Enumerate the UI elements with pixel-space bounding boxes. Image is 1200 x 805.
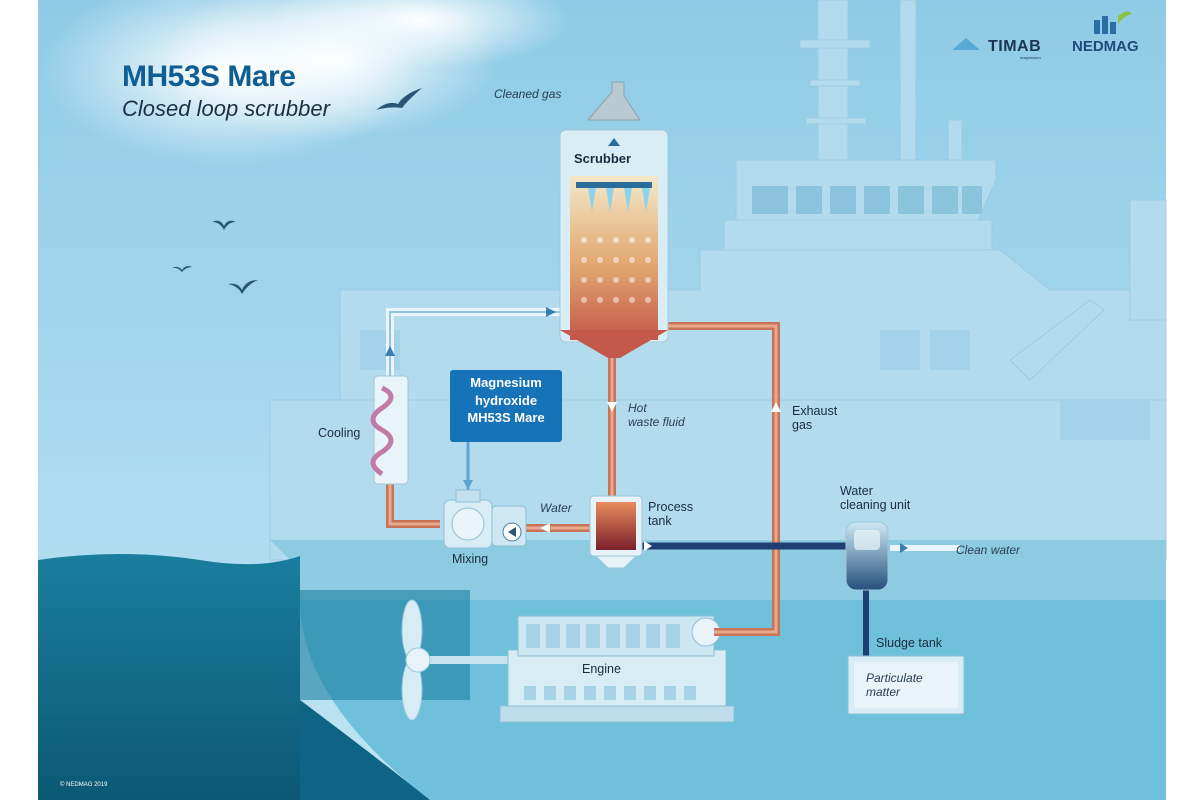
timab-logo: [952, 38, 980, 50]
bird-icon: [212, 220, 236, 230]
particulate-matter-label: Particulate matter: [866, 671, 923, 700]
exhaust-gas-pipe-core: [660, 324, 778, 634]
process-tank-line-2: tank: [648, 514, 672, 529]
arrow-icon: [608, 138, 620, 146]
hot-waste-fluid-line-2: waste fluid: [628, 414, 685, 429]
water-cleaning-unit: [845, 521, 889, 591]
scrubber-label: Scrubber: [574, 151, 632, 166]
timab-logo-subtext: magnesium: [1020, 55, 1041, 60]
exhaust-gas-line-1: Exhaust: [792, 404, 838, 418]
cooling-unit: [370, 375, 409, 485]
particulate-matter-line-1: Particulate: [866, 671, 923, 685]
magnesium-line-2: hydroxide: [474, 392, 538, 408]
arrow-icon: [546, 307, 556, 317]
magnesium-line-3: MH53S Mare: [467, 410, 545, 426]
magnesium-hydroxide-box: Magnesium hydroxide MH53S Mare: [450, 370, 562, 442]
sea: [38, 554, 300, 800]
water-label: Water: [540, 501, 572, 515]
arrow-icon: [463, 480, 473, 490]
magnesium-line-1: Magnesium: [470, 375, 542, 390]
mixing-label: Mixing: [452, 552, 489, 566]
engine: [499, 615, 735, 723]
nedmag-logo-text: NEDMAG: [1072, 38, 1139, 55]
arrow-icon: [607, 402, 617, 412]
mixing-to-cooling-pipe-core: [388, 484, 440, 526]
arrow-icon: [900, 543, 908, 553]
stern-recess: [300, 590, 470, 700]
bird-icon: [228, 280, 258, 294]
timab-logo-text: TIMAB: [988, 38, 1042, 55]
cooling-label: Cooling: [318, 426, 361, 440]
bird-icon: [376, 88, 422, 110]
process-tank: [589, 495, 643, 569]
cloud: [40, 0, 570, 165]
arrow-icon: [540, 523, 550, 533]
exhaust-gas-line-2: gas: [792, 418, 813, 433]
page-title: MH53S Mare: [122, 60, 296, 93]
bird-icon: [172, 266, 192, 272]
engine-label: Engine: [582, 662, 621, 676]
arrow-icon: [385, 346, 395, 356]
nedmag-logo: [1094, 11, 1132, 34]
sludge-tank: [847, 655, 965, 715]
sludge-tank-label: Sludge tank: [876, 636, 943, 650]
sea-under-hull: [300, 700, 430, 800]
hot-waste-fluid-label: Hot waste fluid: [628, 401, 685, 430]
clean-water-label: Clean water: [956, 543, 1021, 557]
pump-icon: [443, 489, 527, 549]
hull-upper: [270, 540, 1166, 600]
page-subtitle: Closed loop scrubber: [122, 96, 330, 121]
ship-superstructure: [269, 0, 1167, 561]
scrubber-tower: [559, 81, 669, 358]
copyright-notice: © NEDMAG 2019: [60, 782, 108, 788]
propeller-icon: [401, 599, 510, 721]
particulate-matter-line-2: matter: [866, 684, 901, 699]
water-cleaning-unit-line-1: Water: [840, 484, 873, 498]
process-tank-label: Process tank: [648, 500, 693, 529]
cleaned-gas-label: Cleaned gas: [494, 87, 562, 101]
arrow-icon: [644, 541, 652, 551]
water-cleaning-unit-label: Water cleaning unit: [840, 484, 910, 513]
exhaust-gas-label: Exhaust gas: [792, 404, 837, 433]
water-cleaning-unit-line-2: cleaning unit: [840, 498, 911, 513]
process-tank-line-1: Process: [648, 500, 694, 514]
hot-waste-fluid-line-1: Hot: [628, 401, 647, 415]
arrow-icon: [771, 402, 781, 412]
